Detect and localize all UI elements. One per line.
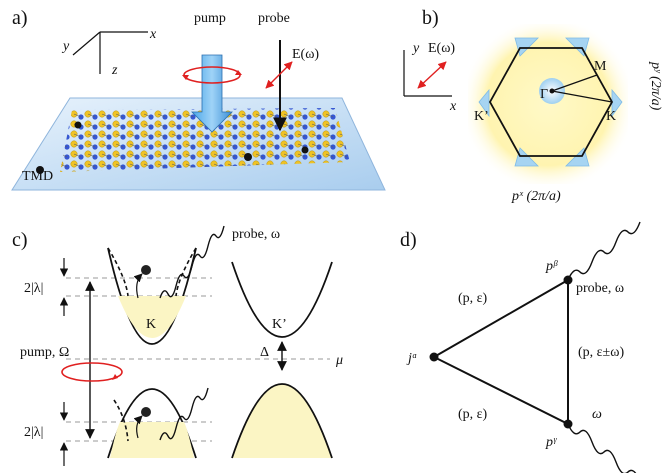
vertex-pbeta-label: pᵝ (545, 259, 558, 274)
electron-dot (244, 153, 252, 161)
edge-top-label: (p, ε) (458, 291, 488, 306)
px-axis-label: pˣ (2π/a) (511, 189, 561, 204)
pump-c-label: pump, Ω (20, 345, 69, 360)
electron-dot (74, 121, 82, 129)
gap-top-label: 2|λ| (24, 281, 43, 296)
delta-label: Δ (260, 345, 269, 360)
kprime-conduction-band (231, 261, 333, 338)
electron-dot (36, 166, 44, 174)
k-conduction-fill (118, 296, 186, 338)
pump-label: pump (194, 11, 226, 26)
field-b-polarization (417, 61, 447, 89)
gamma-m-line (551, 74, 598, 92)
panel-b-label: b) (422, 7, 439, 29)
panel-d-label: d) (400, 229, 417, 251)
electron-c-top (141, 265, 151, 275)
panel-a: a) x y z TMD pump probe E(ω) (11, 7, 386, 191)
gap-bottom-label: 2|λ| (24, 425, 43, 440)
field-b-label: E(ω) (428, 41, 455, 56)
axis-a-y (72, 31, 101, 56)
pump-beam (182, 54, 242, 133)
panel-d: d) jᵅ pᵝ pᵞ (p, ε) (p, ε) (p, ε±ω) probe… (400, 221, 641, 473)
omega-d-label: ω (592, 407, 602, 422)
edge-bottom-label: (p, ε) (458, 407, 488, 422)
py-axis-label: pʸ (2π/a) (648, 61, 663, 111)
probe-label: probe (258, 11, 290, 26)
vertex-j-label: jᵅ (406, 351, 417, 366)
axes-b: x y E(ω) (403, 41, 457, 114)
axes-a: x y z (61, 27, 157, 78)
probe-field-label: E(ω) (292, 47, 319, 62)
vertex-j (429, 352, 439, 362)
probe-photon-bottom (159, 387, 209, 441)
kprime-label: K’ (474, 109, 489, 124)
bz-glow (468, 24, 628, 184)
m-label: M (594, 59, 607, 74)
axis-a-x-label: x (149, 27, 157, 42)
gamma-label: Γ (540, 87, 548, 102)
gamma-k-line (551, 90, 613, 103)
k-label: K (606, 109, 616, 124)
k-split-dashed-left (107, 247, 129, 297)
vertex-pgamma-label: pᵞ (545, 435, 558, 450)
omega-photon-d (567, 423, 637, 473)
k-conduction-band (107, 247, 197, 345)
panel-b: b) x y E(ω) Γ M K K’ pˣ (2π/a) pʸ (2π/ (403, 7, 663, 204)
k-valence-fill (110, 422, 194, 458)
probe-photon-d (567, 221, 641, 281)
feynman-triangle (431, 278, 569, 426)
panel-c: c) K K’ Δ μ pr (12, 225, 343, 466)
k-valence-dashed (113, 399, 129, 442)
pump-c-ellipse (61, 362, 123, 382)
brillouin-zone-hexagon (488, 47, 614, 157)
axis-b-y-label: y (411, 41, 420, 56)
electron-dot (301, 146, 309, 154)
excitation-arrow-bottom (133, 415, 143, 439)
valley-k-label: K (146, 317, 156, 332)
probe-photon-top (159, 225, 225, 299)
tmd-label: TMD (22, 169, 53, 184)
probe-c-label: probe, ω (232, 227, 280, 242)
probe-polarization (265, 61, 293, 89)
mu-label: μ (335, 353, 343, 368)
panel-c-label: c) (12, 229, 28, 251)
kprime-valence-band (231, 383, 333, 459)
axis-b-x-label: x (449, 99, 457, 114)
axis-a-z-label: z (111, 63, 118, 78)
electron-c-bottom (141, 407, 151, 417)
edge-right-label: (p, ε±ω) (578, 345, 624, 360)
axis-a-y-label: y (61, 39, 70, 54)
probe-d-label: probe, ω (576, 281, 624, 296)
excitation-arrow-top (133, 273, 143, 299)
panel-a-label: a) (12, 7, 28, 29)
valley-kprime-label: K’ (272, 317, 287, 332)
